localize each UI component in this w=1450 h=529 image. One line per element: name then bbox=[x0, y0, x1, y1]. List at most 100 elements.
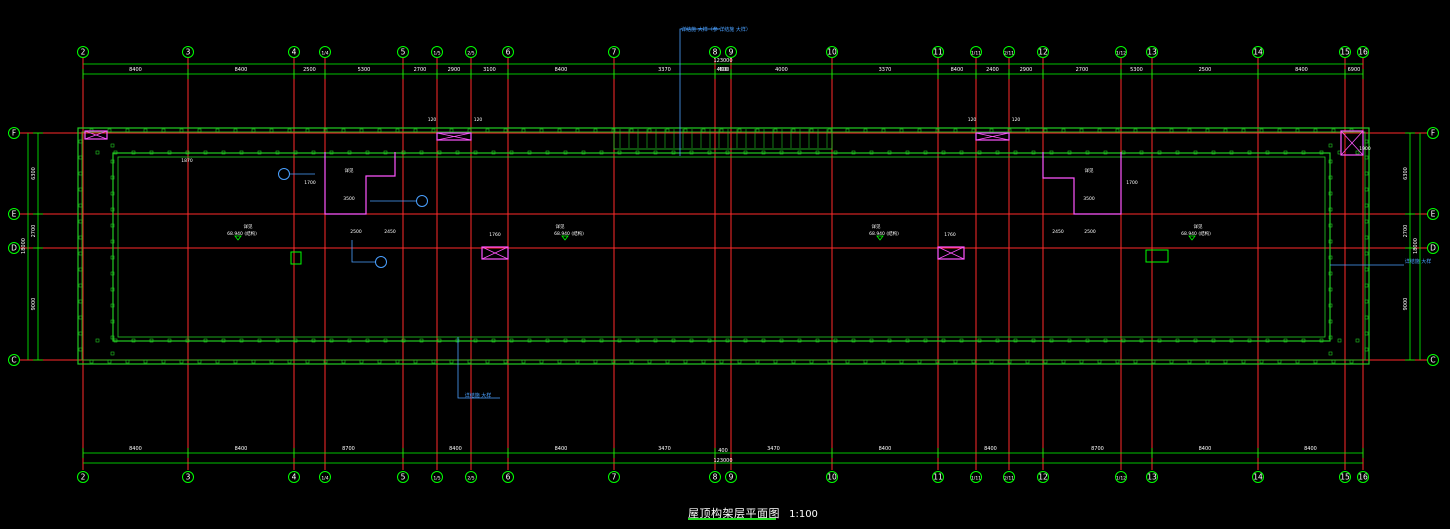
grid-bubble-top-10 bbox=[826, 46, 838, 58]
level-marker bbox=[1188, 235, 1196, 241]
wall-post bbox=[1115, 359, 1120, 364]
wall-post bbox=[1013, 150, 1018, 155]
wall-post bbox=[233, 359, 238, 364]
grid-bubble-bottom-13 bbox=[1146, 471, 1158, 483]
wall-post bbox=[1085, 150, 1090, 155]
top-dim-label: 2900 bbox=[448, 67, 461, 73]
wall-post bbox=[377, 359, 382, 364]
wall-post bbox=[851, 150, 856, 155]
wall-post bbox=[1133, 359, 1138, 364]
wall-post bbox=[491, 150, 496, 155]
wall-post bbox=[1133, 128, 1138, 133]
wall-post bbox=[851, 338, 856, 343]
grid-bubble-left-C bbox=[8, 354, 20, 366]
wall-post bbox=[110, 335, 115, 340]
wall-post bbox=[509, 150, 514, 155]
wall-post bbox=[113, 150, 118, 155]
wall-post bbox=[1301, 338, 1306, 343]
top-dim-label: 4500 bbox=[717, 67, 730, 73]
wall-post bbox=[539, 128, 544, 133]
wall-post bbox=[78, 347, 83, 352]
top-dim-label: 3100 bbox=[483, 67, 496, 73]
wall-post bbox=[905, 150, 910, 155]
wall-post bbox=[923, 150, 928, 155]
wall-post bbox=[1097, 128, 1102, 133]
wall-post bbox=[779, 338, 784, 343]
wall-post bbox=[1205, 359, 1210, 364]
wall-post bbox=[761, 338, 766, 343]
grid-bubble-bottom-10 bbox=[826, 471, 838, 483]
wall-post bbox=[359, 359, 364, 364]
stair-core-right bbox=[1042, 152, 1122, 215]
wall-post bbox=[671, 150, 676, 155]
annotation-text: 3500 bbox=[1083, 196, 1095, 202]
wall-post bbox=[1364, 187, 1369, 192]
wall-post bbox=[863, 359, 868, 364]
wall-post bbox=[287, 359, 292, 364]
wall-post bbox=[89, 359, 94, 364]
grid-bubble-bottom-12 bbox=[1037, 471, 1049, 483]
opening-mid-right bbox=[937, 246, 965, 260]
bottom-dim-label: 3470 bbox=[767, 446, 780, 452]
wall-post bbox=[1364, 203, 1369, 208]
wall-post bbox=[110, 175, 115, 180]
grid-bubble-top-12 bbox=[1037, 46, 1049, 58]
wall-post bbox=[647, 128, 652, 133]
grid-bubble-right-D bbox=[1427, 242, 1439, 254]
wall-post bbox=[1313, 128, 1318, 133]
top-dim-label: 3370 bbox=[879, 67, 892, 73]
wall-post bbox=[617, 338, 622, 343]
wall-post bbox=[1187, 359, 1192, 364]
annotation-text: 3500 bbox=[343, 196, 355, 202]
grid-bubble-bottom-2/11 bbox=[1003, 471, 1015, 483]
wall-post bbox=[1097, 359, 1102, 364]
wall-post bbox=[221, 338, 226, 343]
grid-bubble-bottom-16-label: 16 bbox=[1358, 473, 1368, 482]
grid-bubble-left-E-label: E bbox=[12, 210, 17, 219]
wall-post bbox=[233, 128, 238, 133]
wall-post bbox=[110, 207, 115, 212]
grid-bubble-bottom-13-label: 13 bbox=[1147, 473, 1157, 482]
wall-post bbox=[1328, 319, 1333, 324]
grid-bubble-bottom-2/5 bbox=[465, 471, 477, 483]
grid-bubble-top-6 bbox=[502, 46, 514, 58]
wall-post bbox=[1061, 128, 1066, 133]
wall-post bbox=[110, 271, 115, 276]
grid-bubble-bottom-14 bbox=[1252, 471, 1264, 483]
wall-post bbox=[845, 128, 850, 133]
wall-post bbox=[125, 359, 130, 364]
wall-post bbox=[1187, 128, 1192, 133]
wall-post bbox=[527, 338, 532, 343]
wall-post bbox=[1103, 150, 1108, 155]
grid-bubble-bottom-3-label: 3 bbox=[186, 473, 191, 482]
wall-post bbox=[1364, 267, 1369, 272]
opening-top-left-diag bbox=[436, 132, 472, 141]
wall-post bbox=[269, 128, 274, 133]
grid-bubble-top-16-label: 16 bbox=[1358, 48, 1368, 57]
parapet-inner bbox=[117, 156, 1326, 338]
grid-bubble-top-1/11-label: 1/11 bbox=[971, 51, 981, 57]
annotation-text: 详见 bbox=[872, 223, 881, 230]
wall-post bbox=[383, 150, 388, 155]
wall-post bbox=[863, 128, 868, 133]
wall-post bbox=[1337, 338, 1342, 343]
wall-post bbox=[78, 267, 83, 272]
wall-post bbox=[455, 150, 460, 155]
detail-elements: 68.940 (结构)68.940 (结构)68.940 (结构)68.940 … bbox=[84, 117, 1371, 265]
wall-post bbox=[977, 338, 982, 343]
callout-text-right: 详结施 大样 bbox=[1405, 258, 1432, 265]
wall-post bbox=[899, 359, 904, 364]
grid-bubble-top-1/4 bbox=[319, 46, 331, 58]
grid-bubble-bottom-6 bbox=[502, 471, 514, 483]
level-value: 68.940 (结构) bbox=[869, 230, 899, 237]
wall-post bbox=[1169, 359, 1174, 364]
wall-post bbox=[773, 128, 778, 133]
grid-bubble-right-D-label: D bbox=[1430, 244, 1436, 253]
wall-post bbox=[719, 128, 724, 133]
wall-post bbox=[503, 359, 508, 364]
level-marker bbox=[876, 235, 884, 241]
grid-bubble-bottom-12-label: 12 bbox=[1038, 473, 1048, 482]
wall-post bbox=[953, 359, 958, 364]
wall-post bbox=[1157, 338, 1162, 343]
